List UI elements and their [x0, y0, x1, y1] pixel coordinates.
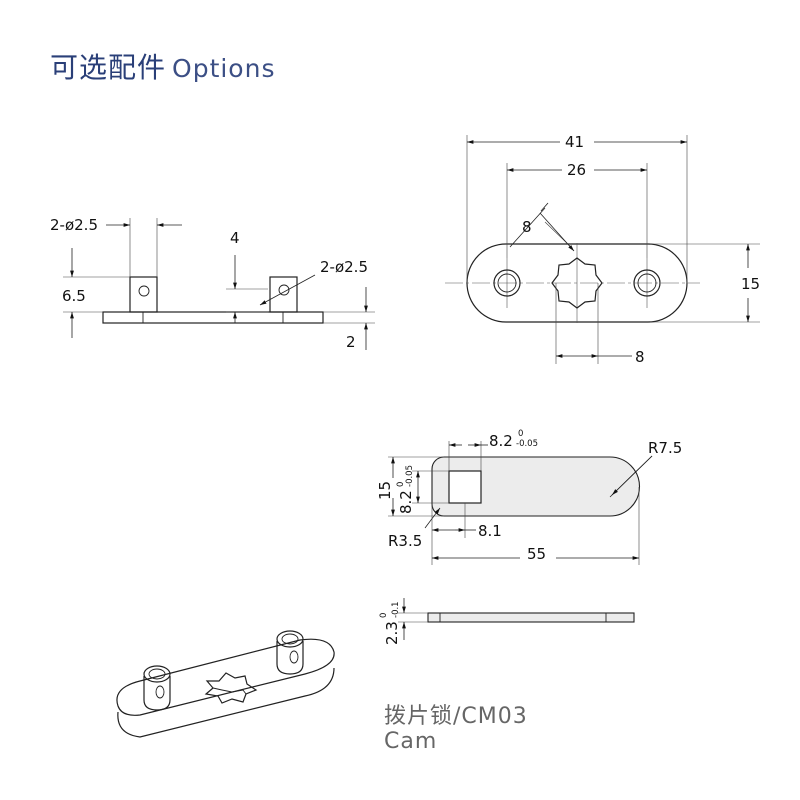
- cam-plate: [431, 456, 640, 517]
- title-cn: 可选配件: [50, 51, 167, 84]
- iso-plate: [116, 638, 335, 716]
- dim-square-width: 8.2: [489, 432, 513, 450]
- front-plate: [102, 311, 324, 324]
- cam-view: 8.2 0 -0.05 R7.5 15 8.2 0 -0.05 R3.5 8.1: [376, 429, 682, 565]
- dim-spacing-26: 26: [567, 161, 586, 179]
- caption-model: 拨片锁/CM03: [384, 704, 528, 729]
- dim-square-width-tol-lower: -0.05: [516, 439, 538, 449]
- dim-square-height-tol-lower: -0.05: [405, 465, 415, 487]
- front-post-left: [129, 276, 158, 313]
- dim-cam-thickness-tol-lower: -0.1: [391, 601, 401, 618]
- dim-height-6-5: 6.5: [62, 287, 86, 305]
- dim-star-width-8: 8: [635, 348, 645, 366]
- dim-thickness-2: 2: [346, 333, 356, 351]
- dim-cam-width: 15: [376, 481, 394, 500]
- iso-post-right: [276, 641, 304, 675]
- dim-cam-length: 55: [527, 545, 546, 563]
- top-hole-right: [633, 269, 661, 297]
- dim-radius-corner: R3.5: [388, 532, 422, 550]
- dim-hole-right: 2-ø2.5: [320, 258, 368, 276]
- iso-hole-left: [155, 685, 165, 699]
- front-hole-left: [138, 285, 150, 297]
- dim-cam-thickness: 2.3: [383, 621, 401, 645]
- dim-cam-thickness-tol-upper: 0: [379, 613, 389, 618]
- dim-square-offset: 8.1: [478, 522, 502, 540]
- front-post-right: [269, 276, 298, 313]
- iso-post-left: [143, 676, 171, 711]
- cam-side-plate: [427, 612, 635, 623]
- dim-radius-end: R7.5: [648, 439, 682, 457]
- top-star-hole: [551, 257, 603, 309]
- top-view: 41 26 8 15 8: [445, 133, 760, 366]
- title-en: Options: [172, 54, 276, 83]
- dim-height-4: 4: [230, 229, 240, 247]
- dim-hole-left: 2-ø2.5: [50, 216, 98, 234]
- cam-side-view: 2.3 0 -0.1: [379, 598, 635, 645]
- isometric-view: [116, 630, 335, 738]
- dim-square-height-tol-upper: 0: [396, 482, 406, 487]
- iso-star-hole: [204, 672, 258, 704]
- front-hole-right: [278, 284, 290, 296]
- dim-square-width-tol-upper: 0: [518, 429, 523, 439]
- cam-square-hole: [448, 470, 482, 504]
- dim-length-41: 41: [565, 133, 584, 151]
- caption-name: Cam: [384, 729, 438, 754]
- top-hole-left: [493, 269, 521, 297]
- front-view: 2-ø2.5 4 2-ø2.5 6.5 2: [50, 216, 375, 351]
- dim-star-diagonal-8: 8: [522, 218, 532, 236]
- dim-square-height: 8.2: [397, 490, 415, 514]
- dim-width-15: 15: [741, 275, 760, 293]
- iso-hole-right: [289, 650, 299, 664]
